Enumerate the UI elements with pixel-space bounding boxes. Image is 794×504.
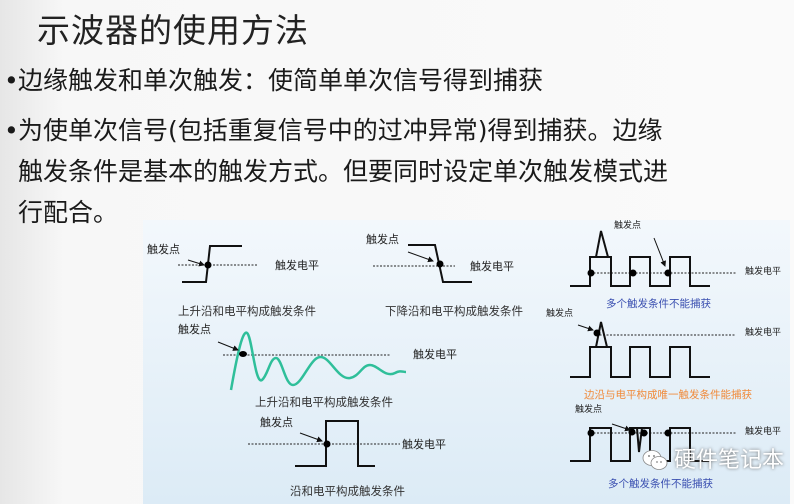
glitch-notch bbox=[636, 427, 643, 453]
rising-edge-waveform bbox=[182, 245, 242, 283]
caption-multi-1: 多个触发条件不能捕获 bbox=[606, 298, 711, 310]
glitch-spike-2 bbox=[595, 321, 608, 348]
trigger-point-dots bbox=[204, 260, 672, 448]
trigger-level-label: 触发电平 bbox=[745, 328, 782, 338]
wechat-icon bbox=[642, 450, 668, 470]
ringing-waveform bbox=[229, 331, 407, 391]
trigger-point-label: 触发点 bbox=[178, 323, 211, 336]
slide-title: 示波器的使用方法 bbox=[37, 11, 309, 50]
caption-rising: 上升沿和电平构成触发条件 bbox=[178, 304, 316, 318]
glitch-spike-1 bbox=[595, 230, 609, 258]
pointer-arrows bbox=[187, 237, 666, 443]
bullet-1-text: 边缘触发和单次触发：使简单单次信号得到捕获 bbox=[18, 66, 544, 95]
trigger-point-label: 触发点 bbox=[147, 243, 180, 256]
trigger-level-label: 触发电平 bbox=[745, 427, 782, 437]
trigger-level-label: 触发电平 bbox=[275, 259, 319, 272]
pulse-train-3 bbox=[570, 427, 710, 462]
pulse-waveform bbox=[295, 420, 375, 467]
trigger-point-label: 触发点 bbox=[575, 405, 603, 415]
caption-ringing: 上升沿和电平构成触发条件 bbox=[255, 395, 393, 409]
caption-multi-2: 多个触发条件不能捕获 bbox=[608, 478, 713, 490]
trigger-point-label: 触发点 bbox=[614, 221, 642, 231]
trigger-level-label: 触发电平 bbox=[470, 260, 514, 273]
caption-falling: 下降沿和电平构成触发条件 bbox=[385, 304, 523, 318]
pulse-train-2 bbox=[570, 346, 710, 378]
bullet-2-line-1: 为使单次信号(包括重复信号中的过冲异常)得到捕获。边缘 bbox=[18, 116, 663, 145]
bullet-2: •为使单次信号(包括重复信号中的过冲异常)得到捕获。边缘 触发条件是基本的触发方… bbox=[4, 110, 668, 233]
caption-unique: 边沿与电平构成唯一触发条件能捕获 bbox=[584, 389, 752, 401]
trigger-point-label: 触发点 bbox=[260, 416, 293, 429]
pulse-train-1 bbox=[570, 256, 710, 287]
trigger-level-label: 触发电平 bbox=[402, 438, 446, 451]
watermark-text: 硬件笔记本 bbox=[674, 448, 785, 473]
trigger-point-label: 触发点 bbox=[366, 233, 399, 246]
trigger-point-label: 触发点 bbox=[546, 309, 574, 319]
trigger-diagram-panel bbox=[143, 220, 790, 504]
trigger-level-label: 触发电平 bbox=[413, 348, 457, 361]
trigger-level-label: 触发电平 bbox=[745, 267, 782, 277]
caption-pulse: 沿和电平构成触发条件 bbox=[290, 484, 405, 498]
bullet-2-line-3: 行配合。 bbox=[18, 198, 119, 227]
bullet-2-line-2: 触发条件是基本的触发方式。但要同时设定单次触发模式进 bbox=[18, 157, 669, 186]
bullet-1: •边缘触发和单次触发：使简单单次信号得到捕获 bbox=[4, 66, 544, 95]
